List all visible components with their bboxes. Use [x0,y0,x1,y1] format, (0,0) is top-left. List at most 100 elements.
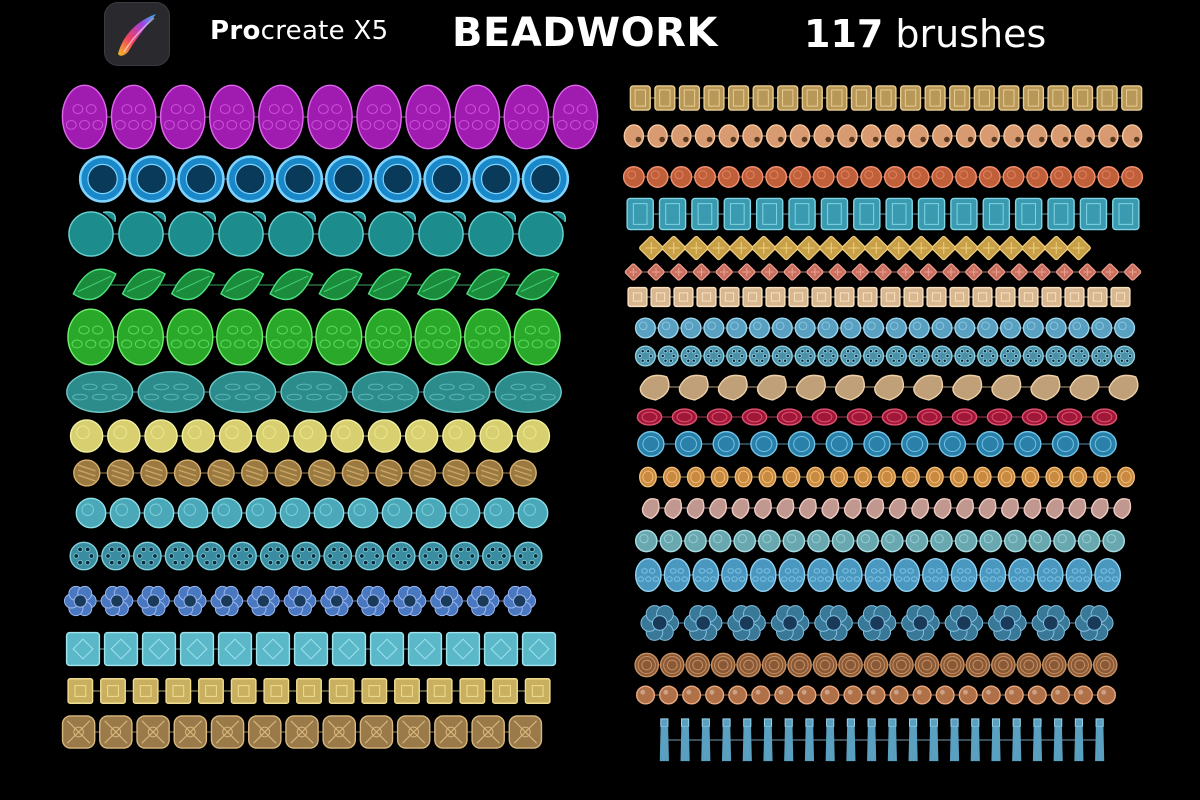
bead [1121,124,1143,148]
bead [107,419,141,453]
aqua-round-beads-row[interactable] [634,528,1126,554]
lime-oval-beads-row[interactable] [66,308,562,366]
bead [654,85,676,111]
bead [712,430,740,458]
bead [710,652,736,678]
bead [979,124,1001,148]
gold-cube-beads-row[interactable] [64,676,554,706]
bead [218,419,253,453]
bead [988,605,1027,641]
gold-filigree-tube-beads-row[interactable] [628,84,1144,112]
teal-block-beads-row[interactable] [624,196,1142,232]
bead [661,235,686,261]
bead [671,408,698,426]
bead [328,678,355,704]
bead [726,345,748,367]
bead [742,124,763,148]
bead [508,715,543,749]
bead [703,345,725,367]
bead [516,419,551,453]
bead [670,166,693,188]
bead [240,459,269,487]
bead [736,652,761,678]
blue-carved-beads-row[interactable] [634,316,1136,340]
bead [1074,124,1095,148]
blue-tassel-fringe-row[interactable] [654,718,1110,762]
coral-cross-beads-row[interactable] [622,263,1144,281]
gold-cross-beads-row[interactable] [639,235,1091,261]
bead [813,124,834,148]
bead [367,419,402,453]
bead [1002,166,1025,188]
bead [1064,286,1085,308]
rose-seed-beads-row[interactable] [640,496,1134,520]
beige-pebble-beads-row[interactable] [636,372,1144,402]
bead [709,498,727,520]
bead [917,197,946,231]
bead [623,124,645,148]
bead [857,286,878,308]
bead [950,557,978,593]
bead [761,652,787,678]
bead [893,557,921,593]
bead [814,605,853,641]
blue-rosette-beads-row[interactable] [62,578,538,624]
bead [863,345,885,367]
amber-link-beads-row[interactable] [636,466,1138,488]
blue-bezel-beads-row[interactable] [632,430,1122,458]
yellow-round-beads-row[interactable] [68,416,552,456]
bead [1004,685,1024,705]
bead [445,631,481,667]
bead [908,345,930,367]
bead [369,631,405,667]
bead [930,529,953,553]
teal-large-oval-beads-row[interactable] [64,368,564,416]
bead [978,498,997,520]
bead [1066,235,1091,261]
bead [931,235,956,261]
bronze-ornate-beads-row[interactable] [60,710,544,754]
bead [414,308,462,366]
crimson-link-beads-row[interactable] [632,408,1122,426]
bead [949,718,960,762]
cyan-dotted-beads-row[interactable] [68,538,544,574]
teal-leaf-beads-row[interactable] [66,208,567,260]
blue-oval-carved-beads-row[interactable] [634,557,1122,593]
teal-medallion-beads-row[interactable] [634,344,1136,368]
blue-rosette-large-beads-row[interactable] [638,598,1116,648]
bead [706,235,731,261]
bead [170,268,216,301]
bead [796,235,821,261]
bead [880,286,901,308]
bead [279,497,311,529]
blue-ring-beads-row[interactable] [78,150,570,208]
bead [1022,317,1044,339]
bead [991,374,1022,401]
bead [639,235,664,261]
cyan-square-beads-row[interactable] [64,628,558,670]
bead [341,459,370,487]
bead [729,235,754,261]
bead [771,317,793,339]
bead [359,715,394,749]
peach-barrel-beads-row[interactable] [622,124,1144,148]
bronze-striped-beads-row[interactable] [70,458,540,488]
bead [464,308,512,366]
green-leaf-beads-row[interactable] [70,262,562,308]
bead [998,85,1020,111]
bead [826,85,848,111]
bead [795,374,826,401]
copper-rose-beads-row[interactable] [622,164,1144,190]
bead [517,497,549,529]
magenta-oval-beads-row[interactable] [60,84,600,150]
copper-sphere-beads-row[interactable] [634,680,1118,710]
bead [367,268,412,301]
cyan-knot-beads-row[interactable] [74,494,550,532]
bead [1001,498,1019,520]
ivory-cube-beads-row[interactable] [626,284,1132,310]
bead [846,718,856,762]
bronze-coin-beads-row[interactable] [634,652,1118,678]
bead [634,557,662,593]
bead [949,466,968,488]
blue-ring-beads-preview [78,155,570,203]
